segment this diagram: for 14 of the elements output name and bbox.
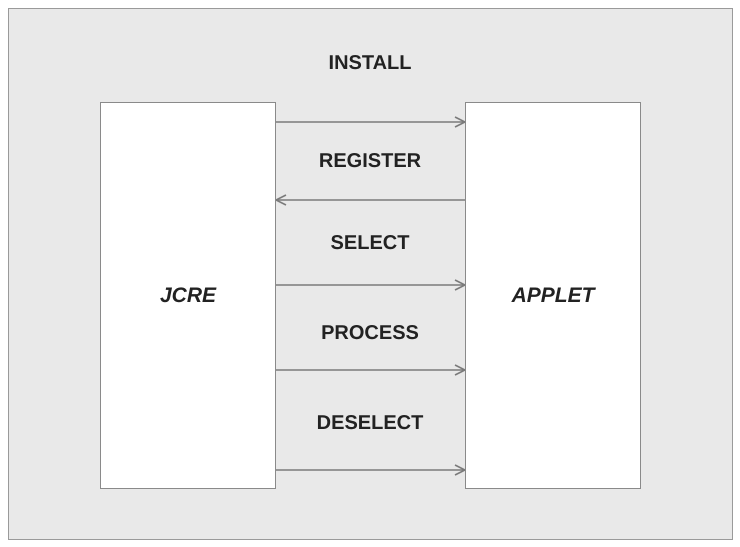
box-label: JCRE bbox=[160, 282, 216, 309]
component-box bbox=[465, 102, 641, 489]
edge-label: PROCESS bbox=[321, 321, 419, 346]
arrow bbox=[276, 464, 466, 476]
edge-label: INSTALL bbox=[328, 51, 412, 76]
edge-label: REGISTER bbox=[318, 149, 422, 174]
arrow bbox=[275, 194, 465, 206]
arrow bbox=[276, 279, 466, 291]
edge-label: SELECT bbox=[330, 231, 410, 256]
arrow bbox=[276, 116, 466, 128]
arrow bbox=[276, 364, 466, 376]
edge-label: DESELECT bbox=[316, 411, 424, 436]
component-box bbox=[100, 102, 276, 489]
box-label: APPLET bbox=[512, 282, 594, 309]
